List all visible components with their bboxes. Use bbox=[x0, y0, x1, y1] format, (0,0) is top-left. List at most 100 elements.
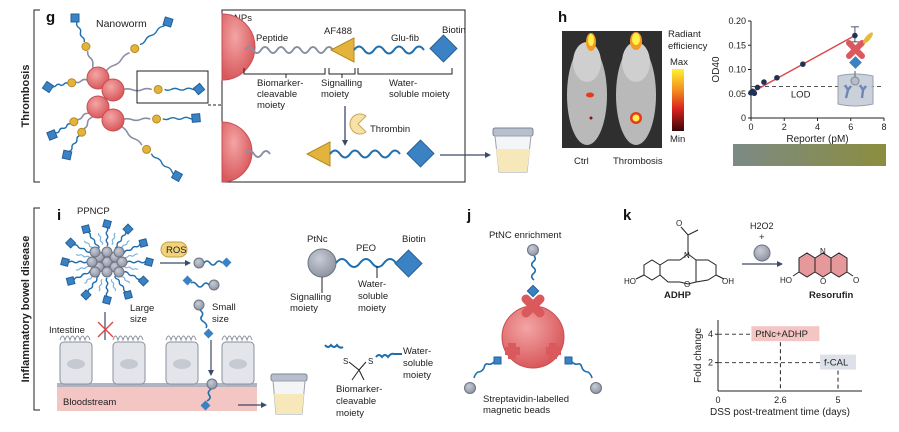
released-glufib bbox=[329, 149, 401, 159]
biotin-marker bbox=[137, 275, 150, 287]
h2o2-label: H2O2 bbox=[750, 221, 774, 231]
biotin-marker bbox=[65, 276, 76, 286]
biomarker-label-2: cleavable bbox=[257, 89, 297, 100]
adhp-n: N bbox=[684, 251, 690, 260]
panel-letter-h: h bbox=[558, 9, 567, 26]
ppncp-label: PPNCP bbox=[77, 206, 110, 217]
reaction-arrowhead bbox=[777, 261, 783, 267]
x-tick-label: 2.6 bbox=[774, 395, 787, 405]
bracket-water bbox=[357, 68, 453, 75]
disulfide-linker-right bbox=[375, 352, 402, 359]
water-label-1: Water- bbox=[389, 78, 417, 89]
biotin-marker bbox=[64, 237, 77, 249]
ptnc-subunit bbox=[116, 256, 128, 268]
x-tick-label: 0 bbox=[748, 122, 753, 132]
short-chain bbox=[123, 266, 139, 271]
af488-marker bbox=[153, 84, 163, 94]
biotin-marker bbox=[170, 169, 184, 183]
biotin-marker bbox=[122, 223, 134, 235]
series-label: f-CAL bbox=[824, 358, 848, 369]
ionp-core bbox=[86, 95, 110, 119]
y-axis-label: Fold change bbox=[693, 328, 704, 383]
ds-biomarker-2: cleavable bbox=[336, 396, 376, 407]
biotin-marker bbox=[102, 295, 112, 305]
short-chain bbox=[111, 232, 116, 246]
panel-letter-g: g bbox=[46, 9, 55, 26]
y-axis-label: OD40 bbox=[711, 56, 722, 83]
short-chain bbox=[98, 278, 103, 292]
ptnc-subunit bbox=[101, 266, 113, 278]
series-box bbox=[820, 354, 856, 370]
polymer-chain bbox=[120, 242, 144, 255]
resorufin-ho: HO bbox=[780, 276, 792, 285]
mouse-thrombosis bbox=[616, 32, 656, 145]
section-bracket-thrombosis: Thrombosis bbox=[20, 9, 40, 183]
y-tick-label: 4 bbox=[708, 329, 713, 339]
glufib-label: Glu-fib bbox=[391, 33, 419, 44]
streptavidin-top bbox=[521, 294, 545, 318]
short-chain bbox=[97, 232, 104, 245]
biotin-marker bbox=[60, 257, 70, 267]
ptnc-label: PtNc bbox=[307, 234, 328, 245]
y-tick-label: 0.20 bbox=[728, 16, 746, 26]
ds-water-1: Water- bbox=[403, 346, 431, 357]
data-point bbox=[751, 90, 758, 97]
biotin-marker bbox=[46, 129, 58, 141]
microvilli bbox=[112, 335, 144, 342]
released-biotin bbox=[406, 139, 435, 168]
peptide-linker bbox=[244, 46, 334, 54]
data-point bbox=[761, 79, 767, 85]
glufib-arm bbox=[164, 87, 200, 91]
resorufin-n: N bbox=[820, 247, 826, 256]
biotin-marker bbox=[70, 13, 80, 23]
ptnc-subunit bbox=[89, 246, 101, 258]
biotin-marker bbox=[102, 219, 112, 229]
thrombosis-label: Thrombosis bbox=[613, 156, 663, 167]
thrombin-icon bbox=[349, 113, 367, 135]
ionp-particle-top bbox=[221, 13, 256, 81]
data-point bbox=[800, 61, 806, 67]
ros-arrowhead bbox=[185, 260, 191, 266]
ptnc-left bbox=[464, 382, 476, 394]
beads-label-1: Streptavidin-labelled bbox=[483, 394, 569, 405]
panel-i: i PPNCP ROS Large size Small size Intest… bbox=[49, 206, 433, 419]
panel-j: j PtNC enrichment Streptavidin-labelled … bbox=[464, 207, 602, 416]
linker-top bbox=[530, 255, 537, 281]
urine-cup-icon-i bbox=[270, 373, 308, 415]
ptnc-catalyst bbox=[753, 244, 771, 262]
data-point bbox=[754, 84, 761, 91]
x-tick-label: 2 bbox=[782, 122, 787, 132]
glufib-arm bbox=[150, 153, 178, 177]
scale-max-label: Max bbox=[670, 57, 688, 68]
crossing-particle bbox=[206, 378, 218, 390]
adhp-label: ADHP bbox=[664, 290, 692, 301]
biotin-top bbox=[526, 284, 540, 298]
ros-label: ROS bbox=[166, 245, 187, 256]
cell-nucleus bbox=[229, 359, 247, 369]
lod-label: LOD bbox=[791, 89, 811, 100]
cleaved-peptide bbox=[245, 150, 271, 158]
x-tick-label: 0 bbox=[715, 395, 720, 405]
cell-nucleus bbox=[67, 359, 85, 369]
x-axis-label: DSS post-treatment time (days) bbox=[710, 407, 850, 418]
af488-marker bbox=[77, 127, 87, 137]
disulfide-linker-left bbox=[324, 343, 344, 349]
linker-left bbox=[473, 361, 495, 379]
ptnc-right bbox=[590, 382, 602, 394]
ptnc-top bbox=[527, 244, 539, 256]
x-tick-label: 4 bbox=[815, 122, 820, 132]
af488-marker bbox=[142, 144, 152, 154]
intestine-label: Intestine bbox=[49, 325, 85, 336]
biotin-marker bbox=[41, 80, 55, 94]
biotin-left bbox=[493, 356, 502, 365]
biotin-marker bbox=[80, 289, 92, 301]
absorption-arrowhead bbox=[208, 370, 214, 376]
short-chain bbox=[75, 253, 91, 258]
af488-marker bbox=[67, 78, 77, 88]
enrichment-label: PtNC enrichment bbox=[489, 230, 562, 241]
zoom-box bbox=[136, 70, 209, 104]
biotin-right bbox=[564, 356, 573, 365]
signalling-label-2: moiety bbox=[321, 89, 349, 100]
